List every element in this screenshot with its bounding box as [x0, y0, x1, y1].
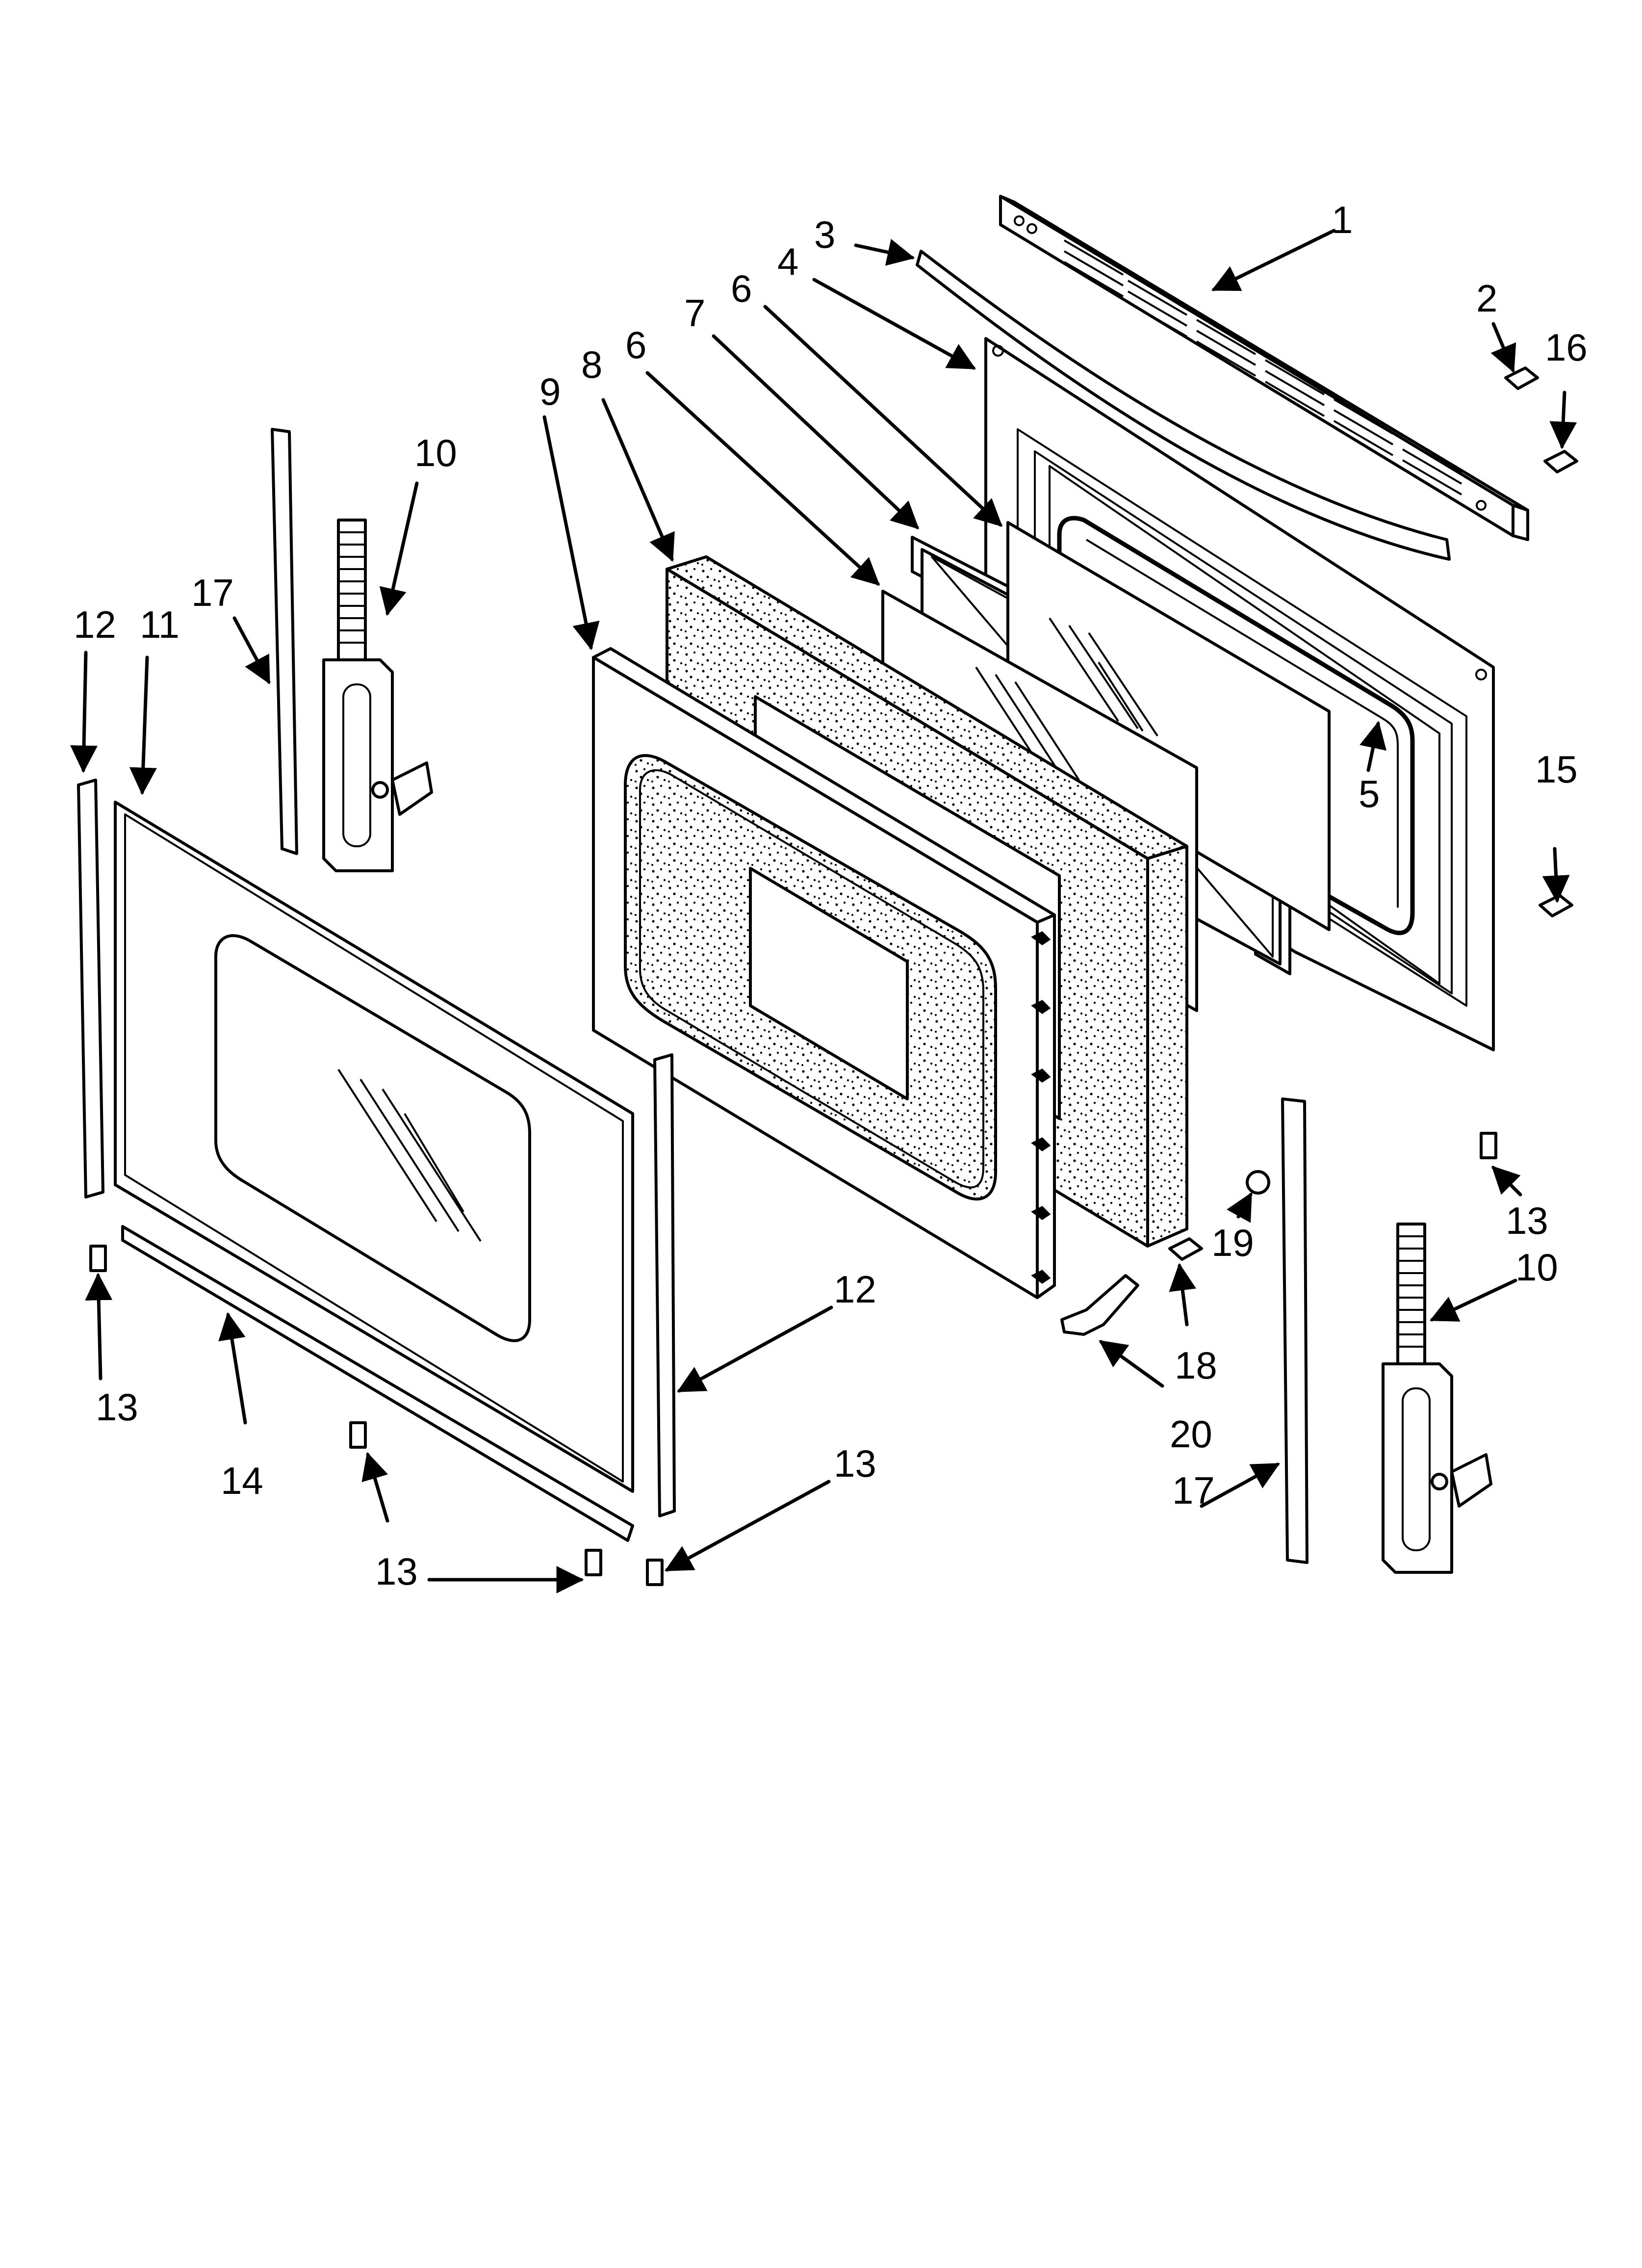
callout-10a: 10 [414, 431, 457, 474]
hinge-receiver-right-part [1281, 1097, 1308, 1564]
callout-19: 19 [1211, 1221, 1254, 1264]
callout-13b: 13 [96, 1385, 138, 1429]
callout-labels: 1 2 3 4 5 6 6 7 8 9 10 10 11 12 12 13 13… [74, 198, 1588, 1593]
hinge-right-part [1382, 1223, 1492, 1574]
callout-1: 1 [1332, 198, 1353, 241]
callout-16: 16 [1545, 326, 1588, 369]
hinge-left-part [322, 519, 433, 872]
liner-clips-icon [1031, 931, 1051, 1284]
callout-3: 3 [814, 213, 835, 256]
callout-7: 7 [684, 291, 705, 335]
callout-8: 8 [581, 343, 602, 386]
vent-trim-part [999, 195, 1529, 541]
callout-6b: 6 [625, 323, 646, 366]
hinge-receiver-left-part [271, 428, 298, 855]
callout-12a: 12 [74, 603, 116, 646]
vent-slots-icon [1063, 239, 1462, 495]
door-liner-part [592, 647, 1056, 1299]
callout-12b: 12 [834, 1268, 876, 1311]
callout-13d: 13 [375, 1550, 418, 1593]
callout-4: 4 [777, 240, 798, 283]
callout-17a: 17 [191, 571, 234, 614]
callout-5: 5 [1359, 772, 1380, 815]
callout-10b: 10 [1515, 1246, 1558, 1289]
leader-lines [70, 229, 1577, 1593]
callout-9: 9 [539, 370, 561, 413]
callout-11: 11 [140, 603, 180, 646]
bracket-part [1060, 1274, 1139, 1336]
callout-20: 20 [1170, 1412, 1212, 1456]
callout-13c: 13 [834, 1442, 876, 1485]
outer-door-panel-part [114, 801, 634, 1493]
bottom-trim-part [121, 1225, 634, 1542]
callout-13a: 13 [1506, 1199, 1548, 1242]
callout-14: 14 [221, 1459, 263, 1502]
callout-6a: 6 [731, 267, 752, 310]
side-trim-left-part [77, 779, 104, 1199]
trim-strip-part [916, 250, 1451, 561]
callout-15: 15 [1535, 748, 1578, 791]
callout-18: 18 [1175, 1344, 1217, 1387]
callout-2: 2 [1476, 277, 1497, 320]
side-trim-right-part [653, 1053, 676, 1517]
callout-17b: 17 [1172, 1469, 1215, 1512]
